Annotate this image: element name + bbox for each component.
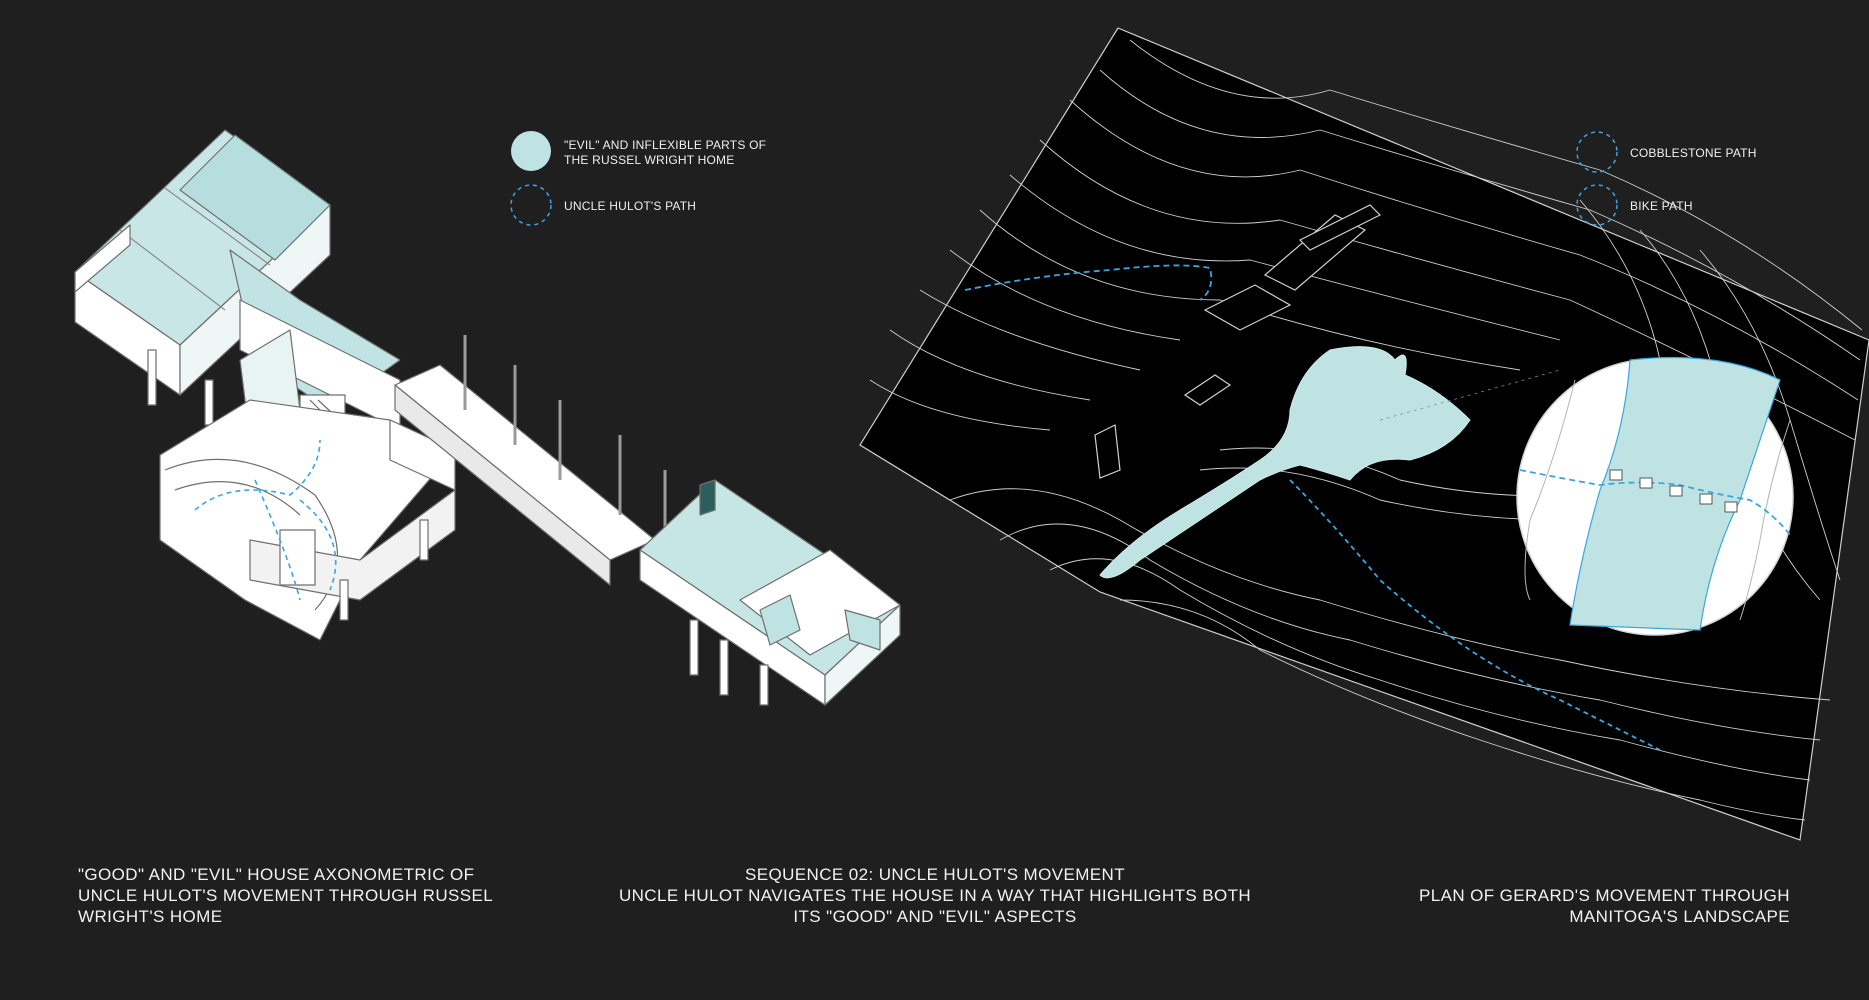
house-axonometric xyxy=(74,129,901,706)
caption-center-line3: ITS "GOOD" AND "EVIL" ASPECTS xyxy=(793,907,1077,926)
legend-evil-line1: "EVIL" AND INFLEXIBLE PARTS OF xyxy=(564,138,767,152)
cobblestone-path xyxy=(964,264,1213,301)
evil-parts-swatch-icon xyxy=(511,131,551,171)
legend-evil-parts: "EVIL" AND INFLEXIBLE PARTS OF THE RUSSE… xyxy=(564,138,766,168)
site-plan xyxy=(859,27,1869,841)
site-buildings xyxy=(1094,204,1382,479)
lake xyxy=(1099,346,1471,579)
legend-cobblestone-path: COBBLESTONE PATH xyxy=(1630,146,1757,160)
legend-hulot-path: UNCLE HULOT'S PATH xyxy=(564,199,697,213)
uncle-hulot-path xyxy=(194,439,337,601)
legend-evil-line2: THE RUSSEL WRIGHT HOME xyxy=(564,153,735,167)
caption-right: PLAN OF GERARD'S MOVEMENT THROUGH MANITO… xyxy=(1340,885,1790,927)
contours xyxy=(869,39,1863,821)
caption-center: SEQUENCE 02: UNCLE HULOT'S MOVEMENT UNCL… xyxy=(560,864,1310,927)
detail-zoom xyxy=(1516,356,1794,636)
caption-left-line3: WRIGHT'S HOME xyxy=(78,907,223,926)
lower-block xyxy=(159,399,456,641)
caption-right-line1: PLAN OF GERARD'S MOVEMENT THROUGH xyxy=(1419,886,1790,905)
legend-bike-path: BIKE PATH xyxy=(1630,199,1693,213)
caption-left-line1: "GOOD" AND "EVIL" HOUSE AXONOMETRIC OF xyxy=(78,865,475,884)
caption-right-line2: MANITOGA'S LANDSCAPE xyxy=(1569,907,1790,926)
caption-left: "GOOD" AND "EVIL" HOUSE AXONOMETRIC OF U… xyxy=(78,864,548,927)
small-building xyxy=(639,479,901,706)
caption-center-line2: UNCLE HULOT NAVIGATES THE HOUSE IN A WAY… xyxy=(618,886,1252,905)
caption-left-line2: UNCLE HULOT'S MOVEMENT THROUGH RUSSEL xyxy=(78,886,494,905)
cobblestone-path-swatch-icon xyxy=(1576,131,1618,173)
caption-center-line1: SEQUENCE 02: UNCLE HULOT'S MOVEMENT xyxy=(745,865,1125,884)
hulot-path-swatch-icon xyxy=(510,184,552,226)
bridge xyxy=(394,335,667,586)
bike-path-swatch-icon xyxy=(1576,184,1618,226)
bike-path xyxy=(1289,479,1661,751)
